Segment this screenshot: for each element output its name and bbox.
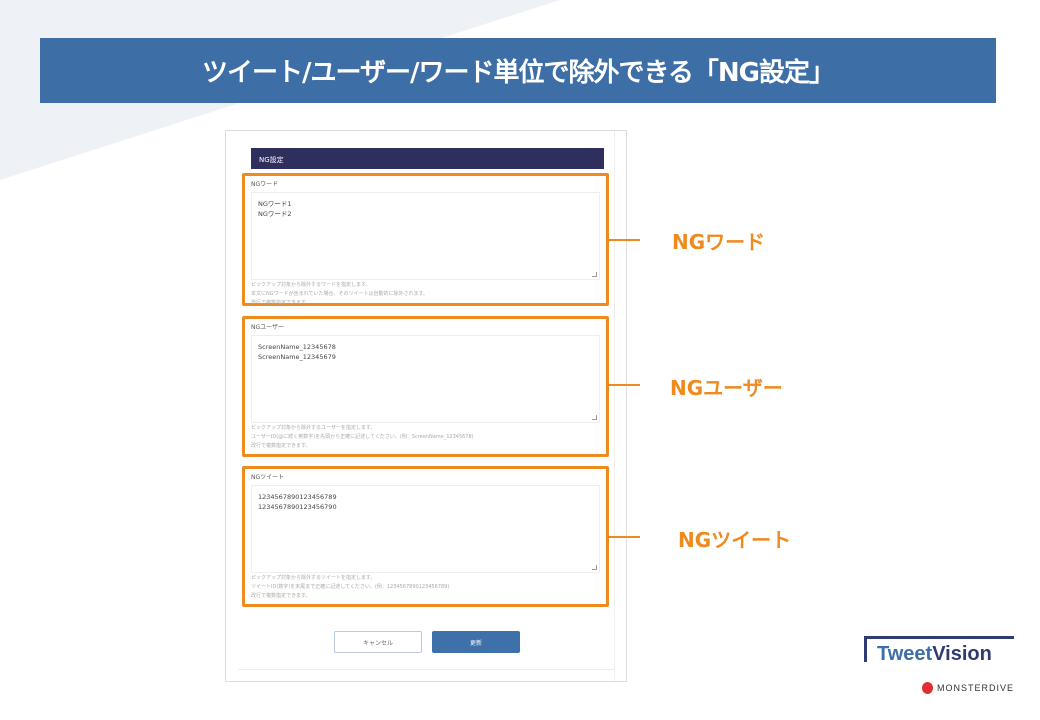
field-label: NGツイート <box>251 474 285 481</box>
callout-ng-user: NGユーザー <box>670 376 783 400</box>
textarea-line: NGワード1 <box>258 200 292 208</box>
textarea-line: 1234567890123456790 <box>258 503 337 511</box>
help-text: ピックアップ対象から除外するツイートを指定します。 ツイートID(数字)を末尾ま… <box>251 575 450 599</box>
tweetvision-logo: TweetVision MONSTERDIVE <box>864 636 1014 694</box>
textarea-line: NGワード2 <box>258 210 292 218</box>
ng-user-textarea[interactable]: ScreenName_12345678 ScreenName_12345679 <box>251 335 600 423</box>
field-label: NGユーザー <box>251 324 285 331</box>
callout-line <box>609 536 640 538</box>
ng-tweet-section: NGツイート 1234567890123456789 1234567890123… <box>242 466 609 607</box>
callout-line <box>609 384 640 386</box>
field-label: NGワード <box>251 181 279 188</box>
textarea-line: ScreenName_12345678 <box>258 343 336 351</box>
form-header: NG設定 <box>251 148 604 169</box>
callout-line <box>609 239 640 241</box>
ng-word-textarea[interactable]: NGワード1 NGワード2 <box>251 192 600 280</box>
callout-ng-tweet: NGツイート <box>678 528 792 552</box>
ng-word-section: NGワード NGワード1 NGワード2 ピックアップ対象から除外するワードを指定… <box>242 173 609 306</box>
help-text: ピックアップ対象から除外するユーザーを指定します。 ユーザーID(@に続く英数字… <box>251 425 474 449</box>
banner-title: ツイート/ユーザー/ワード単位で除外できる「NG設定」 <box>40 38 996 103</box>
monsterdive-icon <box>922 682 933 694</box>
textarea-line: 1234567890123456789 <box>258 493 337 501</box>
ng-settings-form: NG設定 NGワード NGワード1 NGワード2 ピックアップ対象から除外するワ… <box>225 130 627 682</box>
update-button[interactable]: 更新 <box>432 631 520 653</box>
callout-ng-word: NGワード <box>672 230 766 254</box>
cancel-button[interactable]: キャンセル <box>334 631 422 653</box>
textarea-line: ScreenName_12345679 <box>258 353 336 361</box>
ng-tweet-textarea[interactable]: 1234567890123456789 1234567890123456790 <box>251 485 600 573</box>
help-text: ピックアップ対象から除外するワードを指定します。 本文にNGワードが含まれていた… <box>251 282 428 306</box>
ng-user-section: NGユーザー ScreenName_12345678 ScreenName_12… <box>242 316 609 457</box>
monsterdive-logo: MONSTERDIVE <box>922 682 1014 694</box>
